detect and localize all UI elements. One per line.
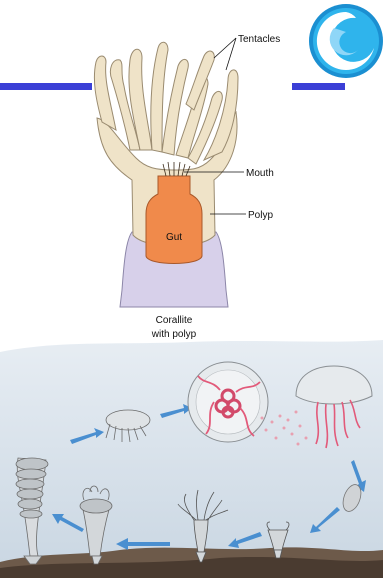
life-cycle-illustration: [0, 340, 383, 578]
label-tentacles: Tentacles: [238, 34, 280, 45]
caption-line-1: Corallite: [156, 315, 193, 326]
label-mouth: Mouth: [246, 168, 274, 179]
label-gut: Gut: [166, 232, 182, 243]
polyp-diagram: Tentacles Mouth Polyp Gut Corallite with…: [94, 34, 280, 340]
wave-logo-icon: [309, 4, 383, 78]
medusa-front: [188, 362, 268, 442]
caption-line-2: with polyp: [151, 329, 197, 340]
label-polyp: Polyp: [248, 210, 273, 221]
